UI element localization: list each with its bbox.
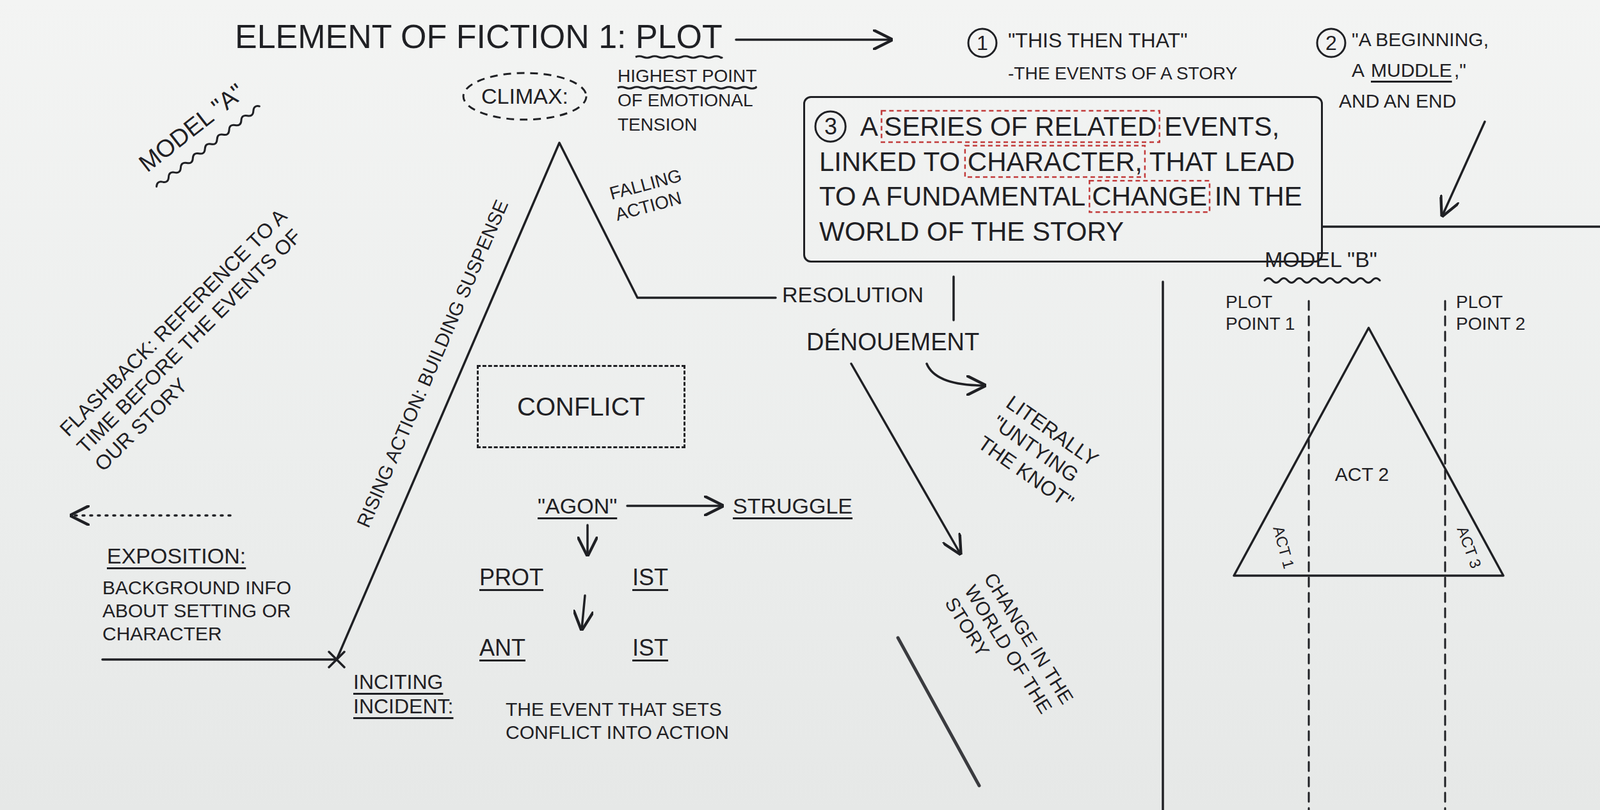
stage-label: FALLING ACTION [607, 158, 712, 226]
pen-stroke [897, 637, 980, 786]
stage-label: INCITING INCIDENT: [353, 669, 488, 719]
callout-circle: 2 [1315, 27, 1347, 59]
node-text: 3 [824, 112, 838, 141]
definition-text: -THE EVENTS OF A STORY [1008, 62, 1238, 85]
region-divider [1322, 225, 1600, 228]
term-note: THE EVENT THAT SETS CONFLICT INTO ACTION [505, 697, 775, 744]
agon-arrow [581, 595, 585, 629]
definition-box: A SERIES OF RELATED EVENTS, LINKED TO CH… [803, 96, 1323, 263]
stage-label: DÉNOUEMENT [806, 327, 980, 358]
plot-pyramid [102, 142, 776, 660]
node-text: CLIMAX: [481, 83, 569, 110]
term-note: HIGHEST POINT OF EMOTIONAL TENSION [617, 64, 781, 137]
inciting-mark [328, 651, 345, 667]
callout-circle: 1 [967, 27, 998, 59]
definition-text: "THIS THEN THAT" [1008, 28, 1188, 53]
term-label: "AGON" [537, 492, 617, 520]
stage-label: EXPOSITION: [106, 542, 246, 569]
plot-point-label: PLOT POINT 1 [1225, 291, 1300, 335]
denouement-arrow [926, 363, 985, 386]
definition-text: ," [1454, 58, 1467, 82]
node-text: ACT 1 [1268, 524, 1298, 571]
model-heading: MODEL "A" [133, 78, 251, 179]
circle-outline [1317, 28, 1346, 57]
term-note: BACKGROUND INFO ABOUT SETTING OR CHARACT… [102, 576, 301, 646]
word-annotation [617, 87, 757, 89]
resolution-stroke [952, 276, 955, 320]
climax-ellipse: CLIMAX: [462, 71, 588, 121]
term-note: CHANGE IN THE WORLD OF THE STORY [940, 568, 1101, 768]
node-text: CONFLICT [517, 391, 646, 422]
node-text: 1 [976, 30, 989, 56]
act-triangle-outline [1233, 327, 1504, 576]
denouement-arrow [851, 363, 960, 553]
stage-label: RESOLUTION [782, 281, 924, 308]
term-note: LITERALLY "UNTYING THE KNOT" [973, 390, 1126, 528]
callout-circle: 3 [814, 110, 847, 143]
node-text: A SERIES OF RELATED EVENTS, LINKED TO CH… [819, 109, 1307, 249]
model-heading: MODEL "B" [1264, 246, 1378, 273]
definition-text: MUDDLE [1370, 58, 1453, 82]
plot-point-line [1444, 300, 1447, 810]
title-arrow [736, 38, 891, 41]
term-label: STRUGGLE [732, 492, 853, 520]
dashed-ellipse [463, 72, 587, 120]
term-note: FLASHBACK: REFERENCE TO A TIME BEFORE TH… [55, 197, 334, 477]
node-text: 2 [1325, 30, 1337, 56]
act-triangle: ACT 2ACT 1ACT 3 [1232, 326, 1505, 577]
term-fragment: IST [632, 633, 669, 662]
conflict-box: CONFLICT [476, 364, 686, 448]
agon-arrow [586, 524, 589, 555]
term-fragment: ANT [479, 633, 526, 662]
plot-point-line [1308, 300, 1311, 810]
agon-arrow [627, 504, 722, 507]
wavy-underline [1264, 278, 1380, 283]
node-text: ACT 2 [1335, 462, 1389, 486]
term-fragment: IST [632, 563, 669, 591]
board-title: ELEMENT OF FICTION 1: PLOT [234, 16, 723, 57]
definition-text: A [1351, 58, 1365, 82]
circle-outline [815, 111, 846, 142]
flashback-arrow [71, 513, 231, 517]
term-fragment: PROT [479, 563, 544, 591]
circle-outline [968, 28, 997, 57]
plot-point-label: PLOT POINT 2 [1456, 291, 1530, 335]
definition-text: "A BEGINNING, [1351, 28, 1489, 52]
region-divider [1161, 281, 1165, 810]
definition-text: AND AN END [1338, 89, 1456, 113]
ink-strokes [71, 39, 1600, 810]
word-annotation [635, 56, 723, 59]
stage-label: RISING ACTION: BUILDING SUSPENSE [352, 196, 514, 532]
model-b-arrow [1442, 121, 1485, 216]
